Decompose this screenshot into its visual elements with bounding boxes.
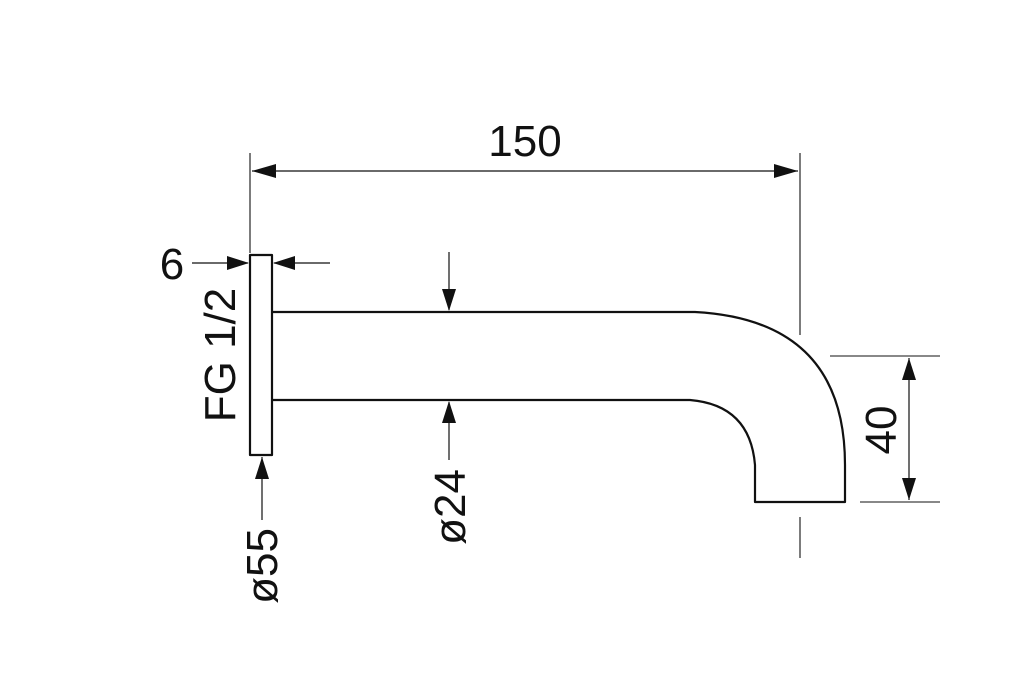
dimension-flange-thickness: 6 — [160, 240, 330, 289]
wall-flange — [248, 253, 274, 457]
dimension-label-d55: ø55 — [238, 528, 287, 604]
thread-label: FG 1/2 — [196, 288, 245, 423]
spout-pipe-body — [272, 310, 847, 504]
dimension-label-150: 150 — [488, 117, 561, 166]
dimension-label-6: 6 — [160, 240, 184, 289]
dimension-overall-length: 150 — [249, 117, 801, 558]
dimension-pipe-diameter: ø24 — [426, 252, 475, 545]
dimension-flange-diameter: ø55 — [238, 457, 287, 604]
dimension-outlet-height: 40 — [830, 355, 940, 503]
dimension-label-40: 40 — [857, 406, 906, 455]
dimension-label-d24: ø24 — [426, 469, 475, 545]
spout-outline — [248, 253, 847, 504]
